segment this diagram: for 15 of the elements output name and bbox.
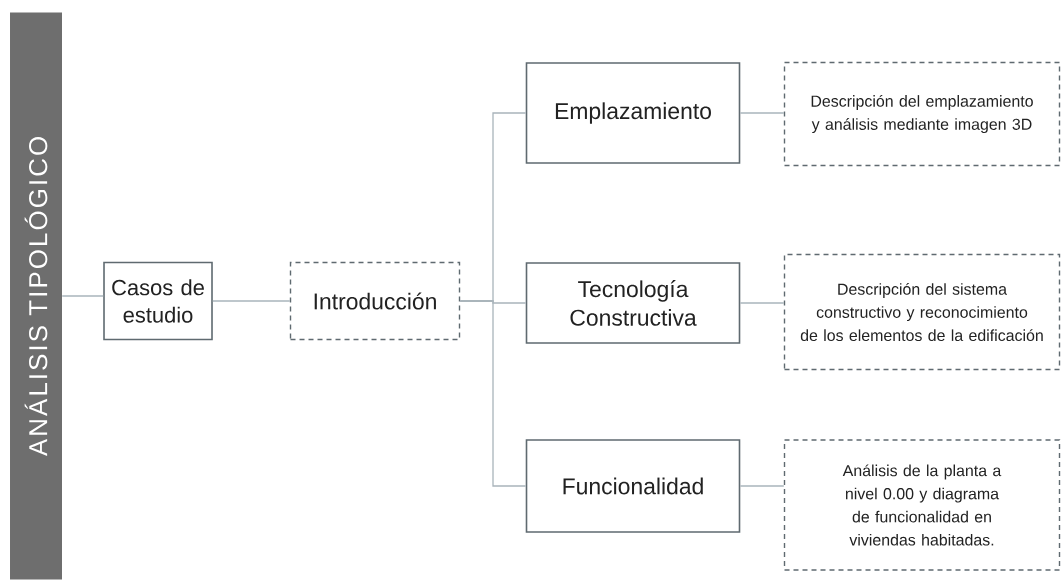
process-box: Tecnología Constructiva xyxy=(525,262,741,344)
description-box: Descripción del emplazamiento y análisis mediante imagen 3D xyxy=(783,61,1061,167)
dashed-box: Introducción xyxy=(289,261,461,341)
description-box: Descripción del sistema constructivo y reconocimiento de los elementos de la edificación xyxy=(783,253,1061,371)
description-box: Análisis de la planta a nivel 0.00 y diagrama de funcionalidad en viviendas habitadas. xyxy=(783,439,1061,571)
process-box: Funcionalidad xyxy=(525,439,741,533)
process-box: Emplazamiento xyxy=(525,62,741,164)
connector-line xyxy=(739,302,785,304)
connector-line xyxy=(61,295,104,297)
side-band: ANÁLISIS TIPOLÓGICO xyxy=(10,12,62,580)
connector-line xyxy=(459,300,527,487)
connector-line xyxy=(739,112,785,114)
connector-line xyxy=(739,485,785,487)
process-box: Casos de estudio xyxy=(103,261,213,341)
connector-line xyxy=(212,300,291,302)
